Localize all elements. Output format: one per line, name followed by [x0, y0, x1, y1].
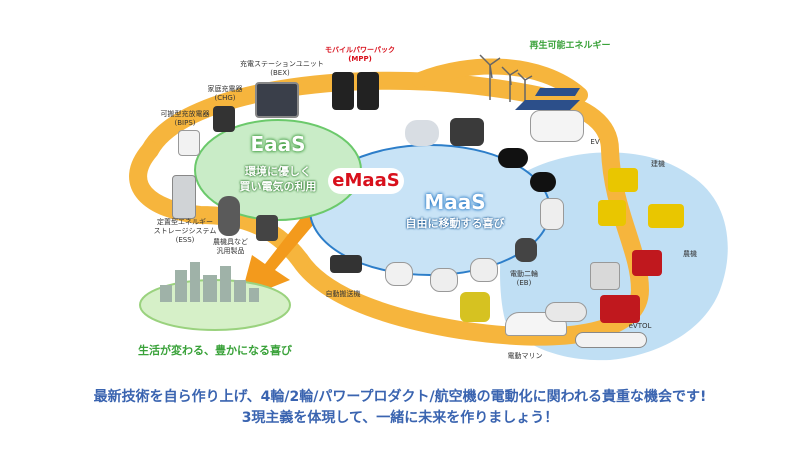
marine-label: 電動マリン [507, 352, 543, 360]
chg-label-line2: (CHG) [214, 94, 236, 102]
bips-label: 可搬型充放電器 (BIPS) [155, 110, 215, 128]
ess-label-line2: ストレージシステム [153, 227, 217, 235]
mpp-battery-image-2 [357, 72, 379, 110]
bips-portable-charger-image [178, 130, 200, 156]
ess-label-line3: (ESS) [175, 236, 195, 244]
scooter-image-5 [470, 258, 498, 282]
buggy-image [450, 118, 484, 146]
chg-label: 家庭充電器 (CHG) [200, 85, 250, 103]
footer-line2: 3現主義を体現して、一緒に未来を作りましょう！ [241, 410, 559, 426]
forklift-image [598, 200, 626, 226]
agv-label: 自動搬送機 [325, 290, 361, 298]
eb-label: 電動二輪 (EB) [504, 270, 544, 288]
mpp-battery-image [332, 72, 354, 110]
wheel-loader-image [648, 204, 684, 228]
tractor-image [632, 250, 662, 276]
city-buildings [160, 262, 259, 302]
harvester-image [600, 295, 640, 323]
construction-label: 建機 [651, 160, 665, 168]
excavator-image [608, 168, 638, 192]
solar-panels [515, 88, 580, 110]
chg-home-charger-image [213, 106, 235, 132]
emaas-label: eMaaS [332, 170, 400, 191]
ess-label-line1: 定置型エネルギー [157, 218, 213, 226]
boat-image-2 [545, 302, 587, 322]
ess-storage-image [172, 175, 196, 219]
eb-label-line1: 電動二輪 [510, 270, 538, 278]
bips-label-line2: (BIPS) [174, 119, 196, 127]
mpp-label-line1: モバイルパワーパック [325, 46, 395, 54]
scooter-image-3 [385, 262, 413, 286]
eaas-title: EaaS [250, 132, 306, 156]
farm-machine-image [218, 196, 240, 236]
agri-machine-image [590, 262, 620, 290]
farm-label-line1: 農機具など [213, 238, 248, 246]
ess-label: 定置型エネルギー ストレージシステム (ESS) [150, 218, 220, 245]
bex-label-line2: (BEX) [270, 69, 290, 77]
eb-label-line2: (EB) [516, 279, 532, 287]
ev-label: EV [590, 138, 600, 146]
bips-label-line1: 可搬型充放電器 [160, 110, 210, 118]
eaas-subtitle-line1: 環境に優しく [245, 165, 311, 178]
farm-label: 農機具など 汎用製品 [208, 238, 253, 256]
emaas-badge [328, 168, 404, 194]
arrow-to-city [240, 196, 330, 300]
mpp-label: モバイルパワーパック (MPP) [325, 46, 395, 64]
life-label: 生活が変わる、豊かになる喜び [138, 344, 292, 357]
evtol-label: eVTOL [628, 322, 652, 330]
bex-charging-station-image [255, 82, 299, 118]
agv-image [330, 255, 362, 273]
bex-label: 充電ステーションユニット (BEX) [240, 60, 324, 78]
orange-loop-right [412, 58, 588, 103]
agri-label: 農機 [683, 250, 697, 258]
scooter-image-4 [430, 268, 458, 292]
mpp-label-line2: (MPP) [348, 55, 372, 63]
micro-ev-image [405, 120, 439, 146]
ev-car-image [530, 110, 584, 142]
evtol-image [575, 332, 647, 348]
wheelchair-image [515, 238, 537, 262]
eaas-subtitle-line2: 買い電気の利用 [239, 180, 317, 193]
tuk-tuk-image [460, 292, 490, 322]
footer-line1: 最新技術を自ら作り上げ、4輪/2輪/パワープロダクト/航空機の電動化に関われる貴… [93, 389, 707, 405]
chg-label-line1: 家庭充電器 [207, 85, 243, 93]
maas-subtitle: 自由に移動する喜び [405, 217, 505, 230]
wind-turbines [479, 54, 533, 103]
renewable-energy-label: 再生可能エネルギー [529, 41, 611, 51]
maas-title: MaaS [424, 190, 486, 214]
snow-blower-image [256, 215, 278, 241]
scooter-image [498, 148, 528, 168]
scooter-image-2 [530, 172, 556, 192]
trike-image [540, 198, 564, 230]
bex-label-line1: 充電ステーションユニット [240, 60, 324, 68]
farm-label-line2: 汎用製品 [216, 247, 245, 255]
